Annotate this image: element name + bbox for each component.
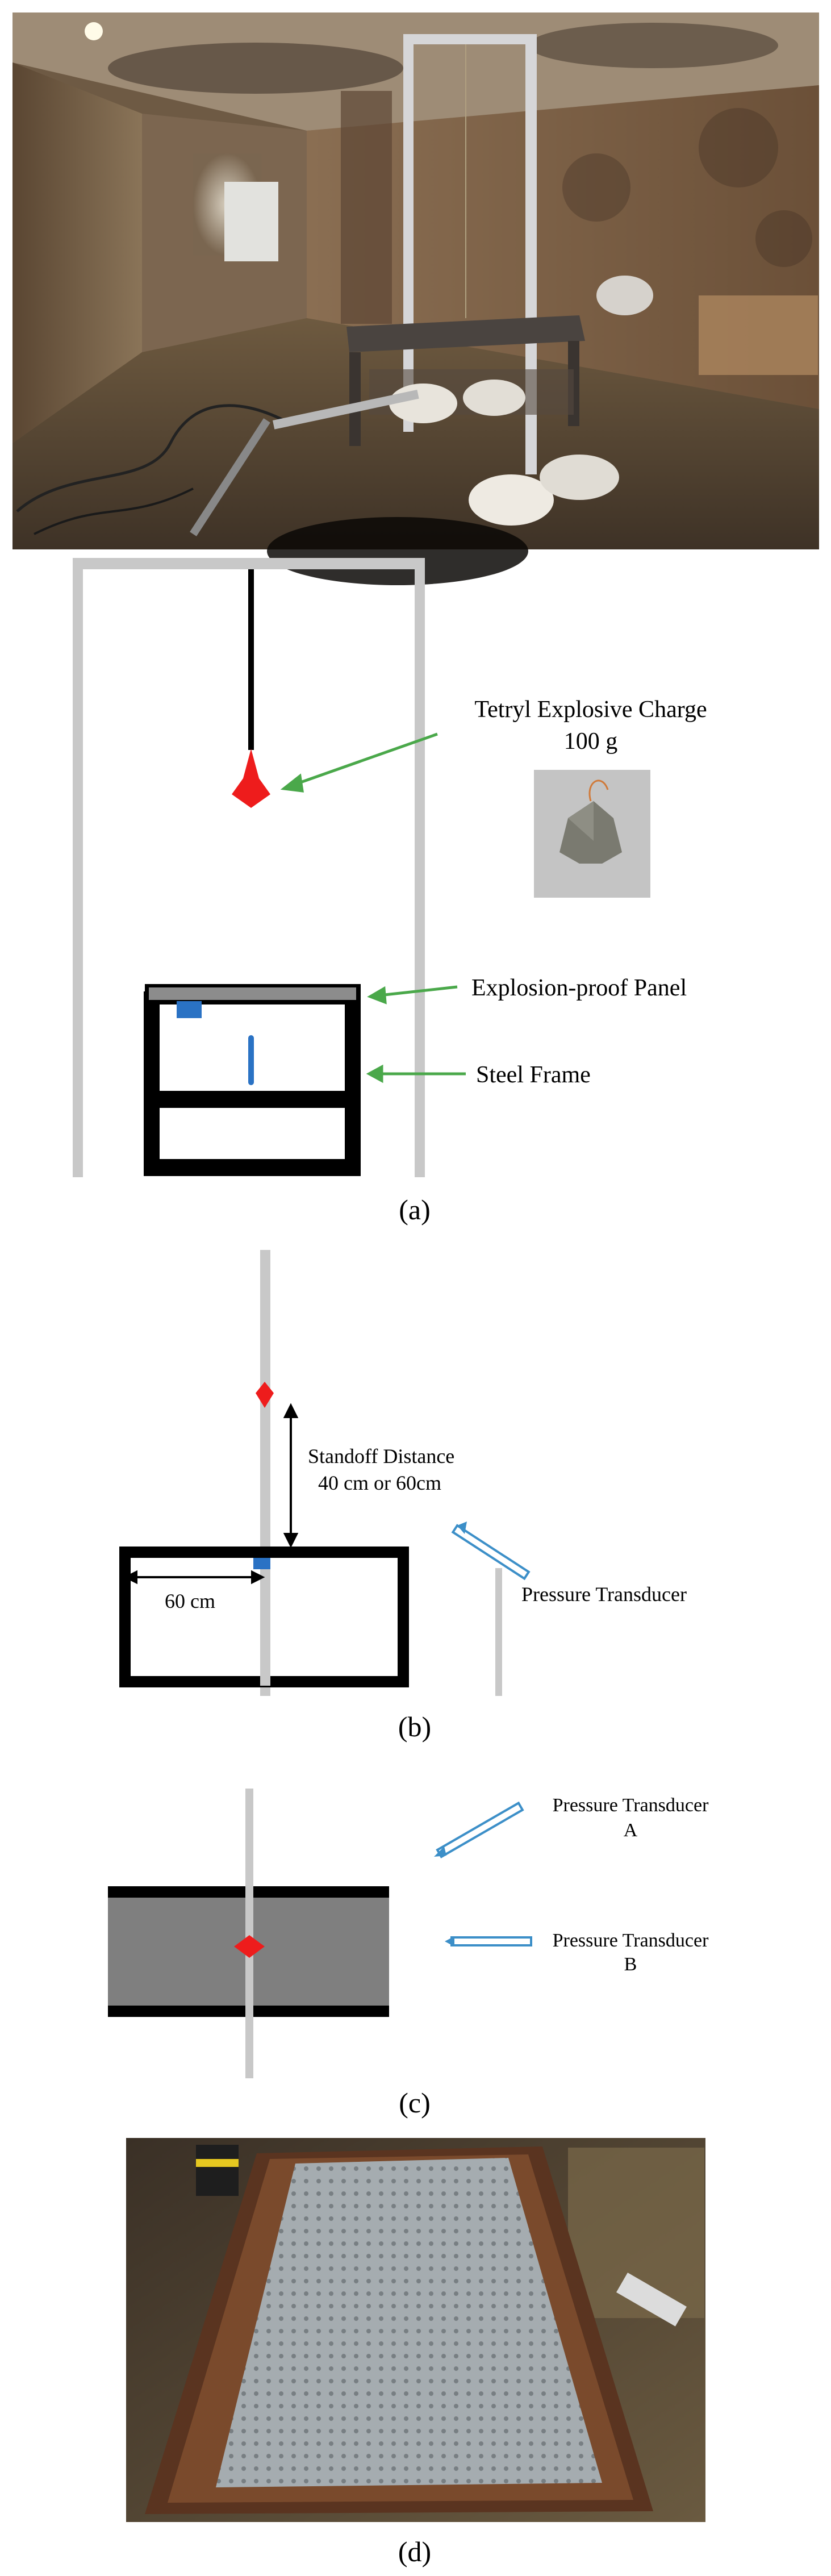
panel-b-schematic: Standoff Distance 40 cm or 60cm 60 cm Pr… bbox=[119, 1250, 687, 1696]
explosive-charge bbox=[232, 749, 270, 808]
panel-label: Explosion-proof Panel bbox=[471, 975, 687, 1001]
charge-b bbox=[256, 1382, 274, 1408]
caption-a: (a) bbox=[399, 1194, 431, 1226]
frame-label: Steel Frame bbox=[476, 1062, 591, 1088]
explosion-proof-panel bbox=[149, 987, 356, 1000]
transducer-a-line2: A bbox=[624, 1820, 638, 1841]
transducer-b-line1: Pressure Transducer bbox=[553, 1930, 709, 1951]
panel-c-schematic: Pressure Transducer A Pressure Transduce… bbox=[108, 1789, 709, 2078]
charge-c bbox=[234, 1935, 265, 1958]
standoff-label-line2: 40 cm or 60cm bbox=[318, 1472, 441, 1494]
bunker-photo bbox=[12, 12, 819, 585]
caption-b: (b) bbox=[398, 1711, 432, 1743]
transducer-label: Pressure Transducer bbox=[521, 1583, 687, 1606]
annotation-arrows bbox=[280, 732, 466, 1083]
charge-photo bbox=[534, 770, 650, 898]
width-label: 60 cm bbox=[165, 1590, 215, 1612]
transducer-b-line2: B bbox=[624, 1954, 637, 1975]
charge-label-line1: Tetryl Explosive Charge bbox=[474, 697, 707, 723]
standoff-label-line1: Standoff Distance bbox=[308, 1445, 454, 1468]
caption-d: (d) bbox=[398, 2536, 432, 2567]
transducer-a-line1: Pressure Transducer bbox=[553, 1795, 709, 1816]
caption-c: (c) bbox=[399, 2087, 431, 2119]
charge-label-line2: 100 g bbox=[564, 728, 618, 755]
panel-a-schematic: Tetryl Explosive Charge 100 g Explosion-… bbox=[73, 558, 707, 1177]
